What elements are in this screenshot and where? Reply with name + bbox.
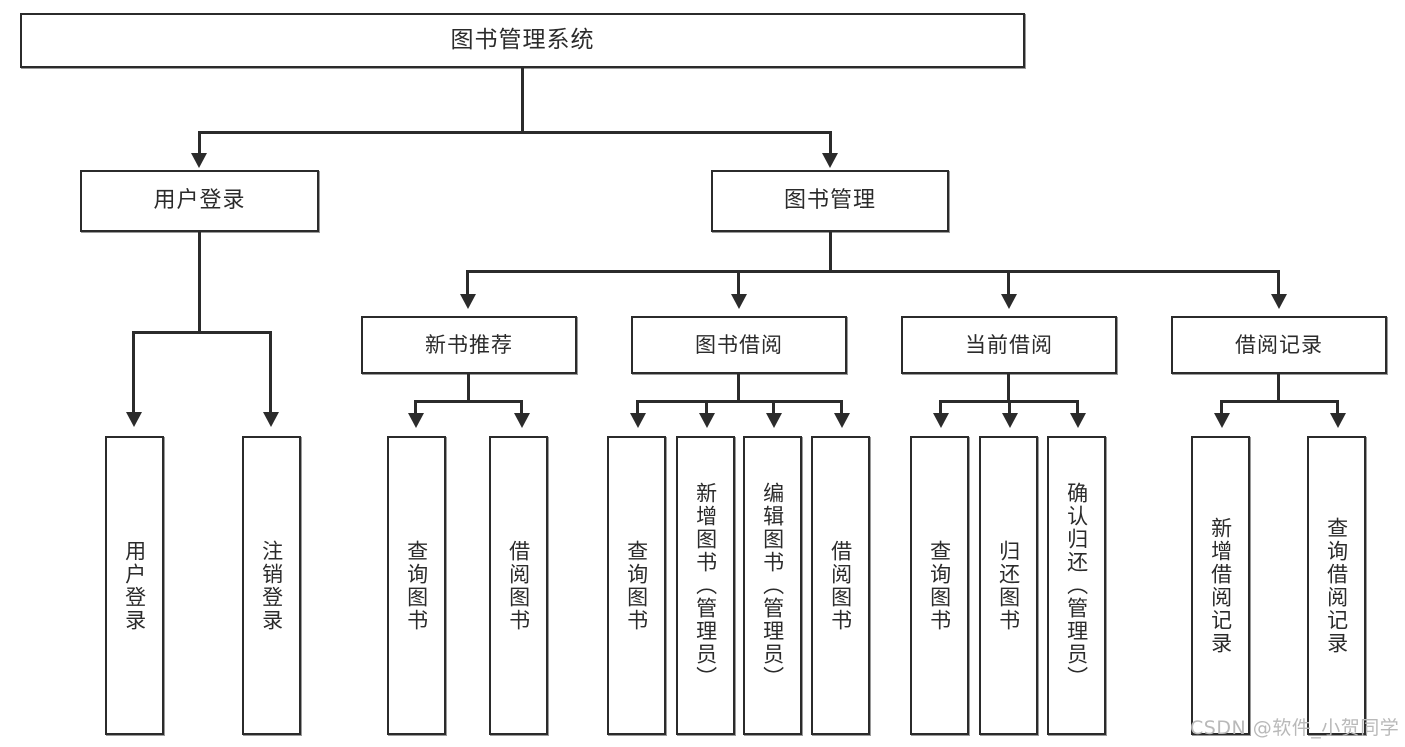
node-user-login[interactable]: 用户登录 xyxy=(80,170,319,232)
connector-book-management-bus xyxy=(466,270,1280,273)
connector-book-management-stem xyxy=(829,232,832,272)
arrowhead-to-borrow-record xyxy=(1271,294,1287,309)
node-label: 借阅记录 xyxy=(1235,332,1323,357)
connector-to-book-management xyxy=(829,131,832,156)
node-label: 当前借阅 xyxy=(965,332,1053,357)
node-book-management[interactable]: 图书管理 xyxy=(711,170,949,232)
node-label: 编辑图书（管理员） xyxy=(760,482,785,689)
arrowhead-br-leaf-1 xyxy=(1214,413,1230,428)
arrowhead-bb-leaf-2 xyxy=(699,413,715,428)
node-label: 注销登录 xyxy=(259,539,284,632)
connector-user-login-bus xyxy=(132,331,271,334)
arrowhead-bb-leaf-4 xyxy=(834,413,850,428)
connector-cb-leaf-1 xyxy=(939,400,942,416)
node-new-book-recommend[interactable]: 新书推荐 xyxy=(361,316,577,374)
node-label: 确认归还（管理员） xyxy=(1064,482,1089,689)
leaf-book-borrow-borrow-books[interactable]: 借阅图书 xyxy=(811,436,870,735)
node-book-borrow[interactable]: 图书借阅 xyxy=(631,316,847,374)
arrowhead-cb-leaf-3 xyxy=(1070,413,1086,428)
connector-current-borrow-stem xyxy=(1007,374,1010,402)
connector-bb-leaf-1 xyxy=(636,400,639,416)
leaf-borrow-record-query-record[interactable]: 查询借阅记录 xyxy=(1307,436,1366,735)
connector-book-borrow-bus xyxy=(636,400,843,403)
connector-bb-leaf-4 xyxy=(840,400,843,416)
arrowhead-cb-leaf-1 xyxy=(933,413,949,428)
node-label: 查询图书 xyxy=(927,539,952,632)
connector-to-book-borrow xyxy=(737,270,740,296)
connector-borrow-record-bus xyxy=(1220,400,1339,403)
arrowhead-br-leaf-2 xyxy=(1330,413,1346,428)
arrowhead-to-new-book-recommend xyxy=(460,294,476,309)
connector-to-current-borrow xyxy=(1007,270,1010,296)
node-label: 新增借阅记录 xyxy=(1208,516,1233,655)
node-borrow-record[interactable]: 借阅记录 xyxy=(1171,316,1387,374)
leaf-current-borrow-query-books[interactable]: 查询图书 xyxy=(910,436,969,735)
connector-borrow-record-stem xyxy=(1277,374,1280,402)
leaf-user-login-login[interactable]: 用户登录 xyxy=(105,436,164,735)
arrowhead-bb-leaf-1 xyxy=(630,413,646,428)
node-label: 借阅图书 xyxy=(828,539,853,632)
arrowhead-to-current-borrow xyxy=(1001,294,1017,309)
leaf-book-borrow-query-books[interactable]: 查询图书 xyxy=(607,436,666,735)
leaf-book-borrow-add-book-admin[interactable]: 新增图书（管理员） xyxy=(676,436,735,735)
leaf-new-book-borrow-books[interactable]: 借阅图书 xyxy=(489,436,548,735)
connector-root-bus xyxy=(198,131,832,134)
node-label: 图书借阅 xyxy=(695,332,783,357)
arrowhead-to-user-login xyxy=(191,153,207,168)
connector-bb-leaf-3 xyxy=(772,400,775,416)
leaf-current-borrow-return-books[interactable]: 归还图书 xyxy=(979,436,1038,735)
connector-bb-leaf-2 xyxy=(705,400,708,416)
connector-cb-leaf-3 xyxy=(1076,400,1079,416)
connector-root-stem xyxy=(521,68,524,133)
arrowhead-cb-leaf-2 xyxy=(1002,413,1018,428)
leaf-new-book-query-books[interactable]: 查询图书 xyxy=(387,436,446,735)
connector-br-leaf-1 xyxy=(1220,400,1223,416)
connector-new-book-recommend-bus xyxy=(414,400,523,403)
node-label: 用户登录 xyxy=(122,539,147,632)
arrowhead-bb-leaf-3 xyxy=(766,413,782,428)
node-label: 新增图书（管理员） xyxy=(693,482,718,689)
node-root-book-management-system[interactable]: 图书管理系统 xyxy=(20,13,1025,68)
node-label: 查询借阅记录 xyxy=(1324,516,1349,655)
arrowhead-user-login-leaf-1 xyxy=(126,412,142,427)
connector-user-login-leaf-1 xyxy=(132,331,135,415)
connector-new-book-recommend-stem xyxy=(467,374,470,402)
connector-user-login-stem xyxy=(198,232,201,333)
arrowhead-nbr-leaf-1 xyxy=(408,413,424,428)
node-label: 归还图书 xyxy=(996,539,1021,632)
connector-nbr-leaf-1 xyxy=(414,400,417,416)
node-label: 查询图书 xyxy=(624,539,649,632)
node-label: 图书管理系统 xyxy=(450,27,595,54)
connector-to-borrow-record xyxy=(1277,270,1280,296)
leaf-book-borrow-edit-book-admin[interactable]: 编辑图书（管理员） xyxy=(743,436,802,735)
node-label: 用户登录 xyxy=(153,188,246,214)
node-label: 图书管理 xyxy=(783,188,876,214)
leaf-user-login-logout[interactable]: 注销登录 xyxy=(242,436,301,735)
connector-to-user-login xyxy=(198,131,201,156)
arrowhead-user-login-leaf-2 xyxy=(263,412,279,427)
arrowhead-to-book-borrow xyxy=(731,294,747,309)
connector-to-new-book-recommend xyxy=(466,270,469,296)
node-label: 查询图书 xyxy=(404,539,429,632)
connector-user-login-leaf-2 xyxy=(269,331,272,415)
connector-book-borrow-stem xyxy=(737,374,740,402)
connector-nbr-leaf-2 xyxy=(520,400,523,416)
node-current-borrow[interactable]: 当前借阅 xyxy=(901,316,1117,374)
connector-cb-leaf-2 xyxy=(1008,400,1011,416)
leaf-current-borrow-confirm-return-admin[interactable]: 确认归还（管理员） xyxy=(1047,436,1106,735)
arrowhead-nbr-leaf-2 xyxy=(514,413,530,428)
leaf-borrow-record-add-record[interactable]: 新增借阅记录 xyxy=(1191,436,1250,735)
node-label: 借阅图书 xyxy=(506,539,531,632)
arrowhead-to-book-management xyxy=(822,153,838,168)
connector-br-leaf-2 xyxy=(1336,400,1339,416)
node-label: 新书推荐 xyxy=(425,332,513,357)
